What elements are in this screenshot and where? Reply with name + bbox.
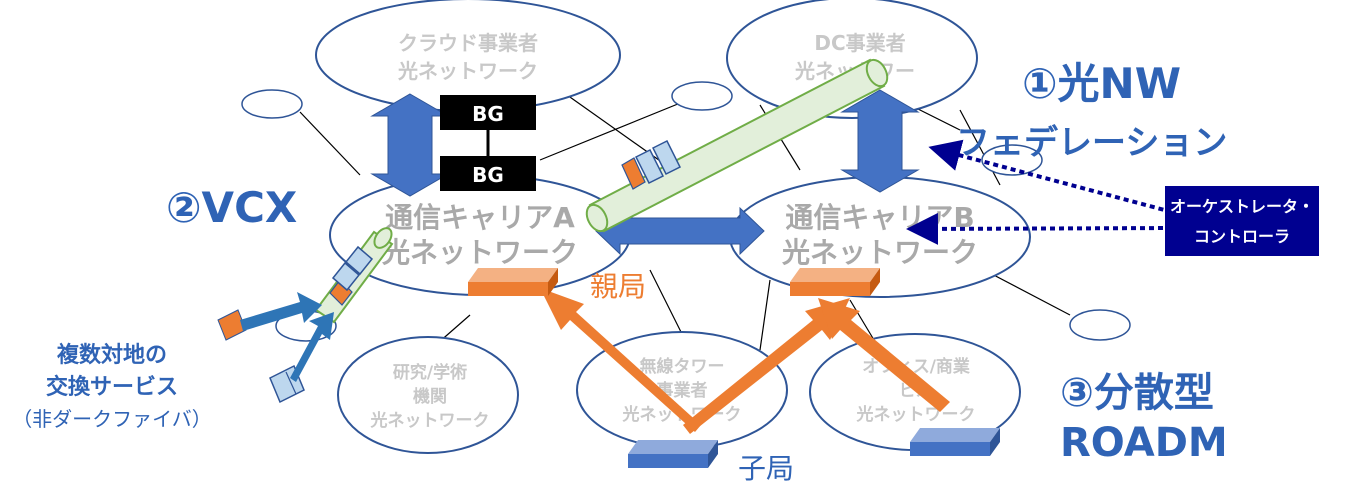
carrier-b-label-2: 光ネットワーク	[781, 236, 978, 269]
multi-service-line-3: （非ダークファイバ）	[12, 407, 212, 431]
research-label-3: 光ネットワーク	[370, 410, 490, 431]
roadm-title-2: ROADM	[1060, 420, 1228, 466]
vcx-tube-top	[585, 58, 889, 233]
bg-top-label: BG	[472, 102, 504, 126]
small-node	[671, 81, 733, 111]
small-node	[241, 89, 303, 119]
orchestrator-box: オーケストレータ・ コントローラ	[1165, 186, 1319, 256]
client-arrows	[240, 292, 334, 382]
border-gateways: BG BG	[440, 95, 536, 191]
parent-station-arrows	[540, 288, 950, 434]
vcx-title: ②VCX	[166, 183, 297, 232]
federation-arrow-right	[840, 89, 920, 193]
client-devices	[217, 309, 305, 404]
research-label-1: 研究/学術	[393, 362, 467, 383]
cloud-label-1: クラウド事業者	[398, 31, 538, 55]
arrow-to-parent-a	[540, 288, 701, 432]
tower-label-2: 事業者	[657, 380, 708, 401]
carrier-a-label-2: 光ネットワーク	[381, 236, 578, 269]
federation-arrow-left	[370, 93, 450, 197]
dc-network-oval	[726, 0, 978, 119]
child-station-a	[628, 440, 718, 468]
small-node	[1069, 309, 1131, 341]
dc-label-1: DC事業者	[814, 31, 905, 55]
carrier-a-label-1: 通信キャリアA	[385, 201, 575, 234]
child-station-label: 子局	[738, 452, 794, 485]
parent-station-a	[468, 268, 558, 296]
parent-station-label: 親局	[590, 270, 646, 303]
roadm-title-1: ③分散型	[1060, 370, 1214, 416]
cloud-network-oval	[315, 0, 621, 112]
orchestrator-label-2: コントローラ	[1194, 227, 1290, 246]
research-label-2: 機関	[413, 386, 447, 407]
small-node	[981, 144, 1043, 176]
federation-title-2: フェデレーション	[956, 123, 1227, 163]
control-arrows	[906, 139, 1173, 245]
bg-gateway-bottom	[440, 156, 536, 191]
arrow-to-parent-b	[683, 298, 850, 434]
bg-bottom-label: BG	[472, 163, 504, 187]
arrow-to-parent-b-2	[818, 298, 950, 412]
multi-service-line-2: 交換サービス	[46, 374, 178, 400]
tower-label-1: 無線タワー	[640, 356, 725, 377]
office-label-3: 光ネットワーク	[856, 404, 976, 425]
multi-service-line-1: 複数対地の	[57, 342, 167, 368]
orchestrator-label-1: オーケストレータ・	[1170, 197, 1314, 216]
vcx-tube-left	[314, 227, 394, 324]
parent-station-b	[790, 268, 880, 296]
child-station-b	[910, 428, 1000, 456]
federation-title-1: ①光NW	[1022, 59, 1181, 108]
bg-gateway-top	[440, 95, 536, 130]
cloud-label-2: 光ネットワーク	[397, 59, 538, 83]
research-oval	[337, 336, 519, 454]
